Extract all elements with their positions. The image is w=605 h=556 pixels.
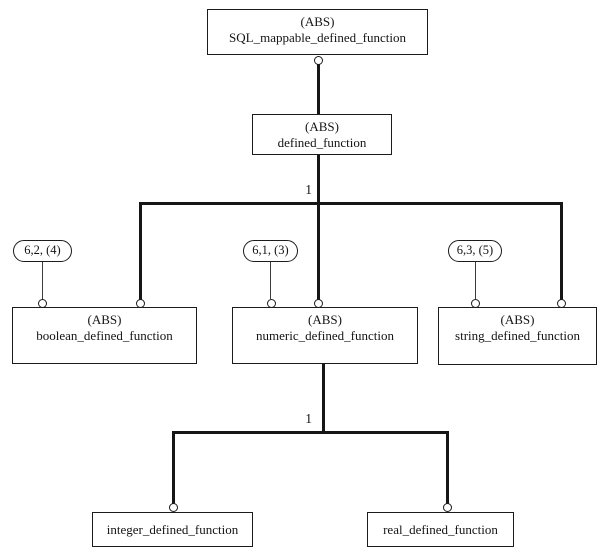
node-title: string_defined_function: [455, 328, 580, 343]
connector-drop-integer: [171, 432, 175, 508]
ref-pill-string: 6,3, (5): [448, 240, 502, 262]
abs-tag: (ABS): [300, 14, 335, 29]
circle-terminal-icon: [266, 298, 276, 308]
node-string-defined-function: (ABS) string_defined_function: [438, 307, 597, 365]
node-title: SQL_mappable_defined_function: [229, 30, 406, 45]
node-title: real_defined_function: [383, 521, 498, 537]
connector-branch-left: [138, 203, 142, 303]
connector-trunk-lower: [321, 363, 325, 432]
cardinality-label-lower: 1: [305, 411, 312, 426]
connector-horizontal-upper: [138, 201, 563, 205]
connector-trunk-top: [316, 60, 320, 117]
circle-terminal-icon: [135, 298, 145, 308]
circle-terminal-icon: [38, 298, 47, 308]
circle-terminal-icon: [556, 298, 566, 308]
node-real-defined-function: real_defined_function: [367, 512, 514, 547]
circle-terminal-icon: [471, 298, 480, 308]
node-title: integer_defined_function: [106, 521, 239, 537]
connector-branch-right: [559, 203, 563, 303]
connector-trunk-middle: [316, 154, 320, 304]
connector-horizontal-lower: [171, 430, 449, 434]
circle-terminal-icon: [313, 55, 323, 65]
circle-terminal-icon: [168, 503, 178, 512]
ref-pill-numeric: 6,1, (3): [243, 240, 298, 262]
abs-tag: (ABS): [305, 119, 339, 134]
ref-lead-string: [474, 261, 476, 299]
node-title: numeric_defined_function: [256, 328, 394, 343]
node-sql-mappable-defined-function: (ABS) SQL_mappable_defined_function: [207, 9, 428, 55]
abs-tag: (ABS): [500, 312, 535, 327]
abs-tag: (ABS): [87, 312, 122, 327]
circle-terminal-icon: [313, 298, 323, 308]
ref-pill-boolean: 6,2, (4): [13, 240, 72, 262]
circle-terminal-icon: [442, 503, 452, 512]
ref-lead-numeric: [270, 261, 272, 299]
cardinality-label-upper: 1: [305, 182, 312, 197]
node-numeric-defined-function: (ABS) numeric_defined_function: [232, 307, 418, 364]
abs-tag: (ABS): [308, 312, 342, 327]
node-title: defined_function: [277, 135, 367, 150]
node-integer-defined-function: integer_defined_function: [92, 512, 253, 547]
node-defined-function: (ABS) defined_function: [252, 114, 392, 155]
node-title: boolean_defined_function: [36, 328, 173, 343]
ref-lead-boolean: [42, 261, 44, 299]
connector-drop-real: [445, 432, 449, 508]
node-boolean-defined-function: (ABS) boolean_defined_function: [12, 307, 197, 364]
